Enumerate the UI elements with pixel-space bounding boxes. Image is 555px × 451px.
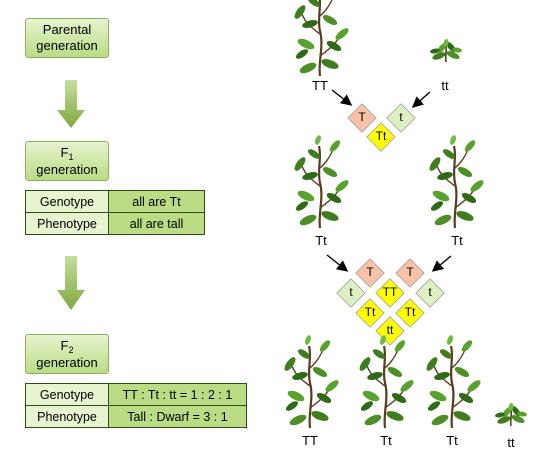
- f2-label-2: Tt: [380, 433, 392, 448]
- down-arrow-1: [57, 80, 85, 128]
- f1-genotype-row: Genotype all are Tt: [25, 190, 205, 213]
- f2-label-4: tt: [507, 435, 515, 450]
- f1-left-label: Tt: [315, 233, 327, 248]
- tall-plant-icon: [291, 0, 352, 78]
- f2-phenotype-value: Tall : Dwarf = 3 : 1: [108, 405, 247, 428]
- parental-label-line1: Parental: [42, 22, 92, 37]
- parent-left-label: TT: [312, 78, 328, 93]
- f1-subscript: 1: [68, 151, 74, 162]
- parental-label-line2: generation: [36, 38, 98, 53]
- cross2-left-side-allele: t: [349, 285, 353, 299]
- f2-generation-box: F2 generation: [25, 334, 109, 374]
- cross1-right-arrow: [411, 91, 431, 108]
- f1-phenotype-row: Phenotype all are tall: [25, 212, 205, 235]
- cross2-grid-2: Tt: [364, 305, 376, 319]
- offspring-diamond: [366, 122, 396, 152]
- dwarf-plant-icon: [428, 37, 464, 63]
- f1-info-table: Genotype all are Tt Phenotype all are ta…: [25, 190, 205, 235]
- f2-info-table: Genotype TT : Tt : tt = 1 : 2 : 1 Phenot…: [25, 383, 247, 428]
- f1-generation-box: F1 generation: [25, 141, 109, 181]
- cross2-grid-1: TT: [382, 285, 398, 299]
- cross2-grid-3: Tt: [404, 305, 416, 319]
- cross2-right-arrow: [431, 255, 452, 272]
- f1-label-line2: generation: [36, 161, 98, 177]
- f2-subscript: 2: [68, 344, 74, 355]
- f1-prefix: F: [60, 144, 69, 160]
- cross1-offspring: Tt: [375, 129, 387, 143]
- tall-plant-icon: [426, 133, 487, 230]
- parent-right-label: tt: [441, 78, 449, 93]
- tall-plant-icon: [423, 333, 484, 430]
- cross2-right-top-allele: T: [406, 265, 414, 279]
- f2-prefix: F: [60, 337, 69, 353]
- f1-genotype-value: all are Tt: [108, 190, 205, 213]
- cross2-left-arrow: [326, 254, 349, 272]
- f2-label-3: Tt: [446, 433, 458, 448]
- cross2-right-side-allele: t: [428, 285, 432, 299]
- cross2-grid-4: tt: [386, 323, 394, 337]
- f1-phenotype-value: all are tall: [108, 212, 205, 235]
- cross1-right-allele: t: [399, 110, 403, 124]
- f2-genotype-row: Genotype TT : Tt : tt = 1 : 2 : 1: [25, 383, 247, 406]
- f2-label-1: TT: [302, 433, 318, 448]
- parental-generation-box: Parental generation: [25, 18, 109, 58]
- tall-plant-icon: [356, 333, 417, 430]
- down-arrow-2: [57, 256, 85, 310]
- cross1-left-allele: T: [358, 110, 366, 124]
- f2-phenotype-row: Phenotype Tall : Dwarf = 3 : 1: [25, 405, 247, 428]
- cross1-left-arrow: [331, 89, 353, 106]
- dwarf-plant-icon: [493, 401, 529, 427]
- f1-phenotype-key: Phenotype: [25, 212, 109, 235]
- cross2-left-top-allele: T: [366, 265, 374, 279]
- f1-right-label: Tt: [451, 233, 463, 248]
- dominant-allele-diamond: [347, 103, 377, 133]
- recessive-allele-diamond: [386, 103, 416, 133]
- tall-plant-icon: [281, 333, 342, 430]
- f2-label-line2: generation: [36, 354, 98, 370]
- cross1-diamonds: [347, 103, 416, 152]
- f2-phenotype-key: Phenotype: [25, 405, 109, 428]
- f2-genotype-value: TT : Tt : tt = 1 : 2 : 1: [108, 383, 247, 406]
- cross2-diamonds: [336, 258, 445, 346]
- tall-plant-icon: [291, 133, 352, 230]
